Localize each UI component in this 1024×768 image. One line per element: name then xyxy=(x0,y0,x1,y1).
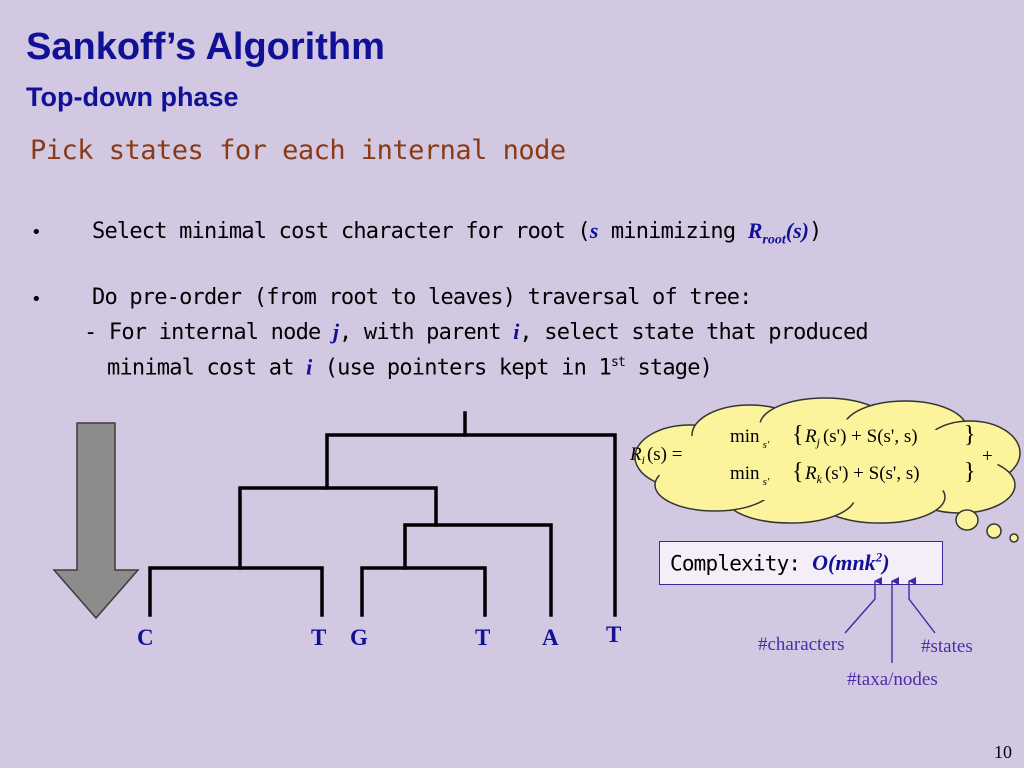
complexity-math-sup: 2 xyxy=(875,550,883,565)
slide-subtitle: Top-down phase xyxy=(26,82,239,112)
formula-brace-open-2: { xyxy=(792,459,804,485)
bullet-marker-2: • xyxy=(31,289,42,310)
bullet-1-text: Select minimal cost character for root (… xyxy=(92,218,822,247)
bullet-2-line-2-a: - For internal node xyxy=(84,320,333,345)
formula-plus: + xyxy=(982,446,993,467)
bullet-1-math-r-sub: root xyxy=(762,232,786,248)
annotation-states: #states xyxy=(921,636,973,657)
slide-title: Sankoff’s Algorithm xyxy=(26,26,385,68)
complexity-math-close: ) xyxy=(882,550,890,576)
bullet-2-line-3-math-i: i xyxy=(306,354,313,380)
leaf-label-t3: T xyxy=(606,622,622,647)
leaf-label-t1: T xyxy=(311,625,327,650)
bullet-1-math-r-arg: (s) xyxy=(785,218,809,243)
pointer-m-icon xyxy=(844,577,882,634)
pointer-k-icon xyxy=(908,577,936,634)
formula-term-1: Rj(s') + S(s', s) xyxy=(804,426,918,449)
leaf-label-a: A xyxy=(542,625,559,650)
leaf-label-t2: T xyxy=(475,625,491,650)
down-arrow-icon xyxy=(52,422,140,620)
annotation-pointers xyxy=(844,577,936,663)
bullet-1-math-s: s xyxy=(589,218,599,243)
section-heading: Pick states for each internal node xyxy=(30,135,566,166)
bullet-2-line-2-c: , select state that produced xyxy=(519,320,868,345)
page-number: 10 xyxy=(994,742,1012,762)
tree-node-gt-branch xyxy=(360,566,487,617)
complexity-math-main: O(mnk xyxy=(812,550,876,576)
thought-bubbles-icon xyxy=(955,509,1019,543)
bullet-2-line-3-a: minimal cost at xyxy=(107,355,307,381)
formula-term-2: Rk(s') + S(s', s) xyxy=(804,463,920,486)
complexity-label: Complexity: xyxy=(670,551,813,576)
bullet-2-line-3-sup: st xyxy=(610,355,626,370)
formula-brace-open-1: { xyxy=(792,422,804,448)
complexity-math: O(mnk2) xyxy=(812,550,889,575)
bullet-1-math-r-letter: R xyxy=(747,218,763,243)
bullet-2-line-3: minimal cost at i (use pointers kept in … xyxy=(107,354,713,381)
bullet-2-math-i: i xyxy=(513,319,520,344)
formula-brace-close-1: } xyxy=(964,422,976,448)
bullet-2-line-2: - For internal node j, with parent i, se… xyxy=(84,319,869,345)
bullet-1-math-r: Rroot(s) xyxy=(747,218,809,247)
phylogenetic-tree xyxy=(148,411,617,617)
tree-node-gta-branch xyxy=(403,523,553,617)
formula-brace-close-2: } xyxy=(964,459,976,485)
tree-root-branch xyxy=(325,433,617,617)
bullet-2-line-3-c: stage) xyxy=(625,355,713,381)
tree-node-left-branch xyxy=(238,486,438,570)
bullet-2-line-3-b: (use pointers kept in 1 xyxy=(312,355,612,381)
tree-node-ct-branch xyxy=(148,566,324,617)
leaf-label-c: C xyxy=(137,625,154,650)
bullet-2-line-2-b: , with parent xyxy=(339,320,514,345)
complexity-box: Complexity: O(mnk2) xyxy=(659,541,943,585)
bullet-1-text-after: ) xyxy=(808,219,822,244)
leaf-label-g: G xyxy=(350,625,368,650)
annotation-characters: #characters xyxy=(758,634,845,655)
formula-lhs: Ri(s) = xyxy=(629,444,682,467)
bullet-marker-1: • xyxy=(31,222,42,243)
annotation-taxa: #taxa/nodes xyxy=(847,669,938,690)
bullet-2-math-j: j xyxy=(332,319,340,344)
bullet-1-text-mid: minimizing xyxy=(598,219,748,244)
bullet-1-text-before: Select minimal cost character for root ( xyxy=(92,219,591,244)
bullet-2-line-1: Do pre-order (from root to leaves) trave… xyxy=(92,285,752,310)
